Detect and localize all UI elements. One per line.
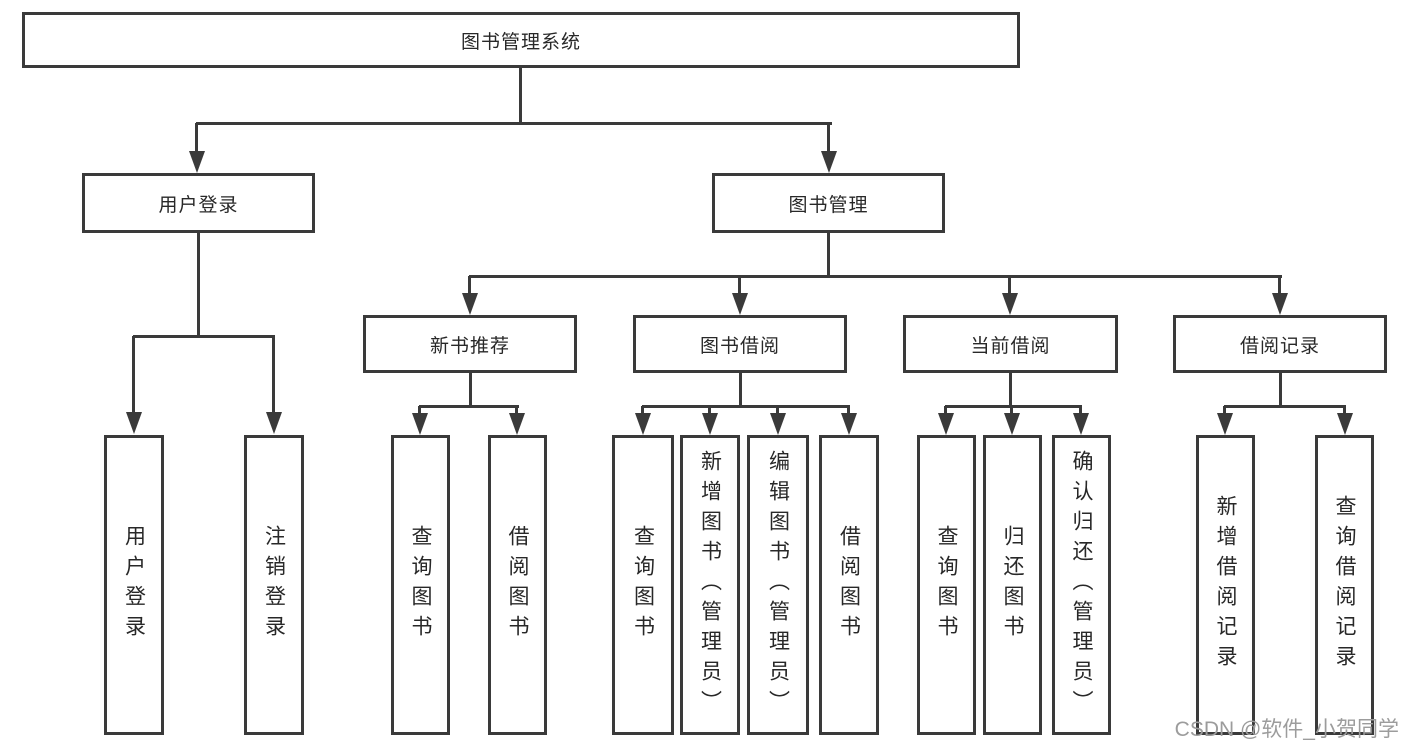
leaf-newbook-borrow-books-label: 借阅图书 bbox=[506, 525, 529, 645]
arrow-to-nb-query bbox=[411, 406, 429, 435]
arrow-to-book-management bbox=[820, 123, 838, 173]
edge-current-branch bbox=[945, 405, 1082, 408]
node-new-book-recommendation-label: 新书推荐 bbox=[429, 335, 510, 357]
leaf-logout: 注销登录 bbox=[244, 435, 304, 735]
arrow-to-leaf-logout bbox=[265, 336, 283, 434]
node-book-borrowing: 图书借阅 bbox=[633, 315, 847, 373]
arrow-to-user-login bbox=[188, 123, 206, 173]
node-book-management-label: 图书管理 bbox=[788, 194, 869, 216]
leaf-records-add-borrow-record-label: 新增借阅记录 bbox=[1214, 495, 1237, 675]
leaf-records-add-borrow-record: 新增借阅记录 bbox=[1196, 435, 1255, 735]
arrow-to-bb-add bbox=[701, 406, 719, 435]
leaf-logout-label: 注销登录 bbox=[262, 525, 286, 645]
leaf-borrow-add-books-admin: 新增图书（管理员） bbox=[680, 435, 740, 735]
edge-new-book-branch bbox=[419, 405, 519, 408]
arrow-to-cb-confirm bbox=[1072, 406, 1090, 435]
csdn-watermark: CSDN @软件_小贺同学 bbox=[1174, 718, 1399, 741]
edge-root-branch bbox=[196, 122, 832, 125]
leaf-current-query-books: 查询图书 bbox=[917, 435, 976, 735]
node-borrowing-records-label: 借阅记录 bbox=[1239, 335, 1320, 357]
leaf-current-return-books: 归还图书 bbox=[983, 435, 1042, 735]
leaf-current-confirm-return-admin: 确认归还（管理员） bbox=[1052, 435, 1111, 735]
arrow-to-br-query bbox=[1336, 406, 1354, 435]
leaf-records-query-borrow-record: 查询借阅记录 bbox=[1315, 435, 1374, 735]
arrow-to-bb-borrow bbox=[840, 406, 858, 435]
node-user-login-label: 用户登录 bbox=[158, 194, 239, 216]
node-new-book-recommendation: 新书推荐 bbox=[363, 315, 577, 373]
leaf-borrow-query-books-label: 查询图书 bbox=[631, 525, 655, 645]
node-book-management: 图书管理 bbox=[712, 173, 945, 233]
leaf-borrow-add-books-admin-label: 新增图书（管理员） bbox=[698, 450, 722, 720]
leaf-user-login-label: 用户登录 bbox=[122, 525, 146, 645]
arrow-to-cb-query bbox=[937, 406, 955, 435]
leaf-current-confirm-return-admin-label: 确认归还（管理员） bbox=[1070, 450, 1093, 720]
leaf-newbook-borrow-books: 借阅图书 bbox=[488, 435, 547, 735]
arrow-to-br-add bbox=[1216, 406, 1234, 435]
arrow-to-new-book bbox=[461, 276, 479, 315]
edge-records-branch bbox=[1224, 405, 1346, 408]
arrow-to-leaf-user-login bbox=[125, 336, 143, 434]
leaf-current-return-books-label: 归还图书 bbox=[1001, 525, 1024, 645]
leaf-borrow-borrow-books: 借阅图书 bbox=[819, 435, 879, 735]
edge-book-mgmt-stem bbox=[827, 233, 830, 278]
arrow-to-nb-borrow bbox=[508, 406, 526, 435]
edge-book-mgmt-branch bbox=[469, 275, 1282, 278]
leaf-borrow-borrow-books-label: 借阅图书 bbox=[837, 525, 861, 645]
node-user-login: 用户登录 bbox=[82, 173, 315, 233]
node-book-borrowing-label: 图书借阅 bbox=[699, 335, 780, 357]
arrow-to-current bbox=[1001, 276, 1019, 315]
edge-records-stem bbox=[1279, 373, 1282, 408]
leaf-user-login: 用户登录 bbox=[104, 435, 164, 735]
leaf-borrow-edit-books-admin-label: 编辑图书（管理员） bbox=[766, 450, 790, 720]
leaf-records-query-borrow-record-label: 查询借阅记录 bbox=[1333, 495, 1356, 675]
arrow-to-cb-return bbox=[1003, 406, 1021, 435]
leaf-borrow-edit-books-admin: 编辑图书（管理员） bbox=[747, 435, 809, 735]
edge-borrow-stem bbox=[739, 373, 742, 408]
edge-current-stem bbox=[1009, 373, 1012, 408]
edge-root-stem bbox=[519, 68, 522, 124]
leaf-newbook-query-books: 查询图书 bbox=[391, 435, 450, 735]
node-current-borrowing-label: 当前借阅 bbox=[970, 335, 1051, 357]
node-library-management-system: 图书管理系统 bbox=[22, 12, 1020, 68]
edge-user-login-branch bbox=[133, 335, 275, 338]
edge-user-login-stem bbox=[197, 233, 200, 338]
node-library-management-system-label: 图书管理系统 bbox=[460, 31, 581, 53]
arrow-to-records bbox=[1271, 276, 1289, 315]
edge-borrow-branch bbox=[642, 405, 850, 408]
leaf-current-query-books-label: 查询图书 bbox=[935, 525, 958, 645]
leaf-newbook-query-books-label: 查询图书 bbox=[409, 525, 432, 645]
arrow-to-borrow bbox=[731, 276, 749, 315]
arrow-to-bb-edit bbox=[769, 406, 787, 435]
edge-new-book-stem bbox=[469, 373, 472, 408]
node-borrowing-records: 借阅记录 bbox=[1173, 315, 1387, 373]
node-current-borrowing: 当前借阅 bbox=[903, 315, 1118, 373]
arrow-to-bb-query bbox=[634, 406, 652, 435]
leaf-borrow-query-books: 查询图书 bbox=[612, 435, 674, 735]
